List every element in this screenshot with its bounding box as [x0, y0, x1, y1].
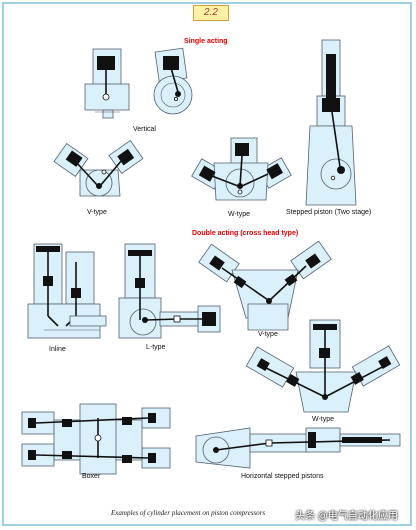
label-boxer: Boxer	[82, 473, 101, 480]
label-w-type-single: W-type	[228, 211, 251, 218]
label-l-type: L-type	[146, 344, 166, 351]
label-stepped-piston: Stepped piston (Two stage)	[286, 209, 372, 216]
label-v-type-single: V-type	[87, 209, 107, 216]
label-v-type-double: V-type	[258, 331, 278, 338]
vertical-single-acting-diagram	[84, 48, 130, 119]
v-type-double-acting-diagram	[198, 240, 332, 331]
label-w-type-double: W-type	[312, 416, 335, 423]
w-type-single-acting-diagram	[191, 137, 292, 201]
figure-caption: Examples of cylinder placement on piston…	[111, 509, 266, 517]
v-type-single-acting-diagram	[53, 139, 144, 197]
label-inline: Inline	[49, 346, 66, 353]
heading-double-acting: Double acting (cross head type)	[192, 230, 299, 237]
w-type-double-acting-diagram	[245, 319, 401, 413]
label-horizontal-stepped: Horizontal stepped pistons	[241, 473, 324, 480]
inline-double-acting-diagram	[27, 243, 107, 339]
stepped-piston-diagram	[305, 39, 357, 206]
page-number-badge: 2.2	[193, 5, 229, 21]
heading-single-acting: Single acting	[184, 38, 228, 45]
boxer-double-acting-diagram	[21, 403, 171, 475]
watermark: 头条 @电气自动化应用	[295, 511, 398, 522]
l-type-double-acting-diagram	[118, 243, 221, 339]
label-vertical: Vertical	[133, 126, 156, 133]
horizontal-stepped-pistons-diagram	[195, 427, 401, 469]
vertical-single-acting-diagram-2	[153, 47, 193, 115]
